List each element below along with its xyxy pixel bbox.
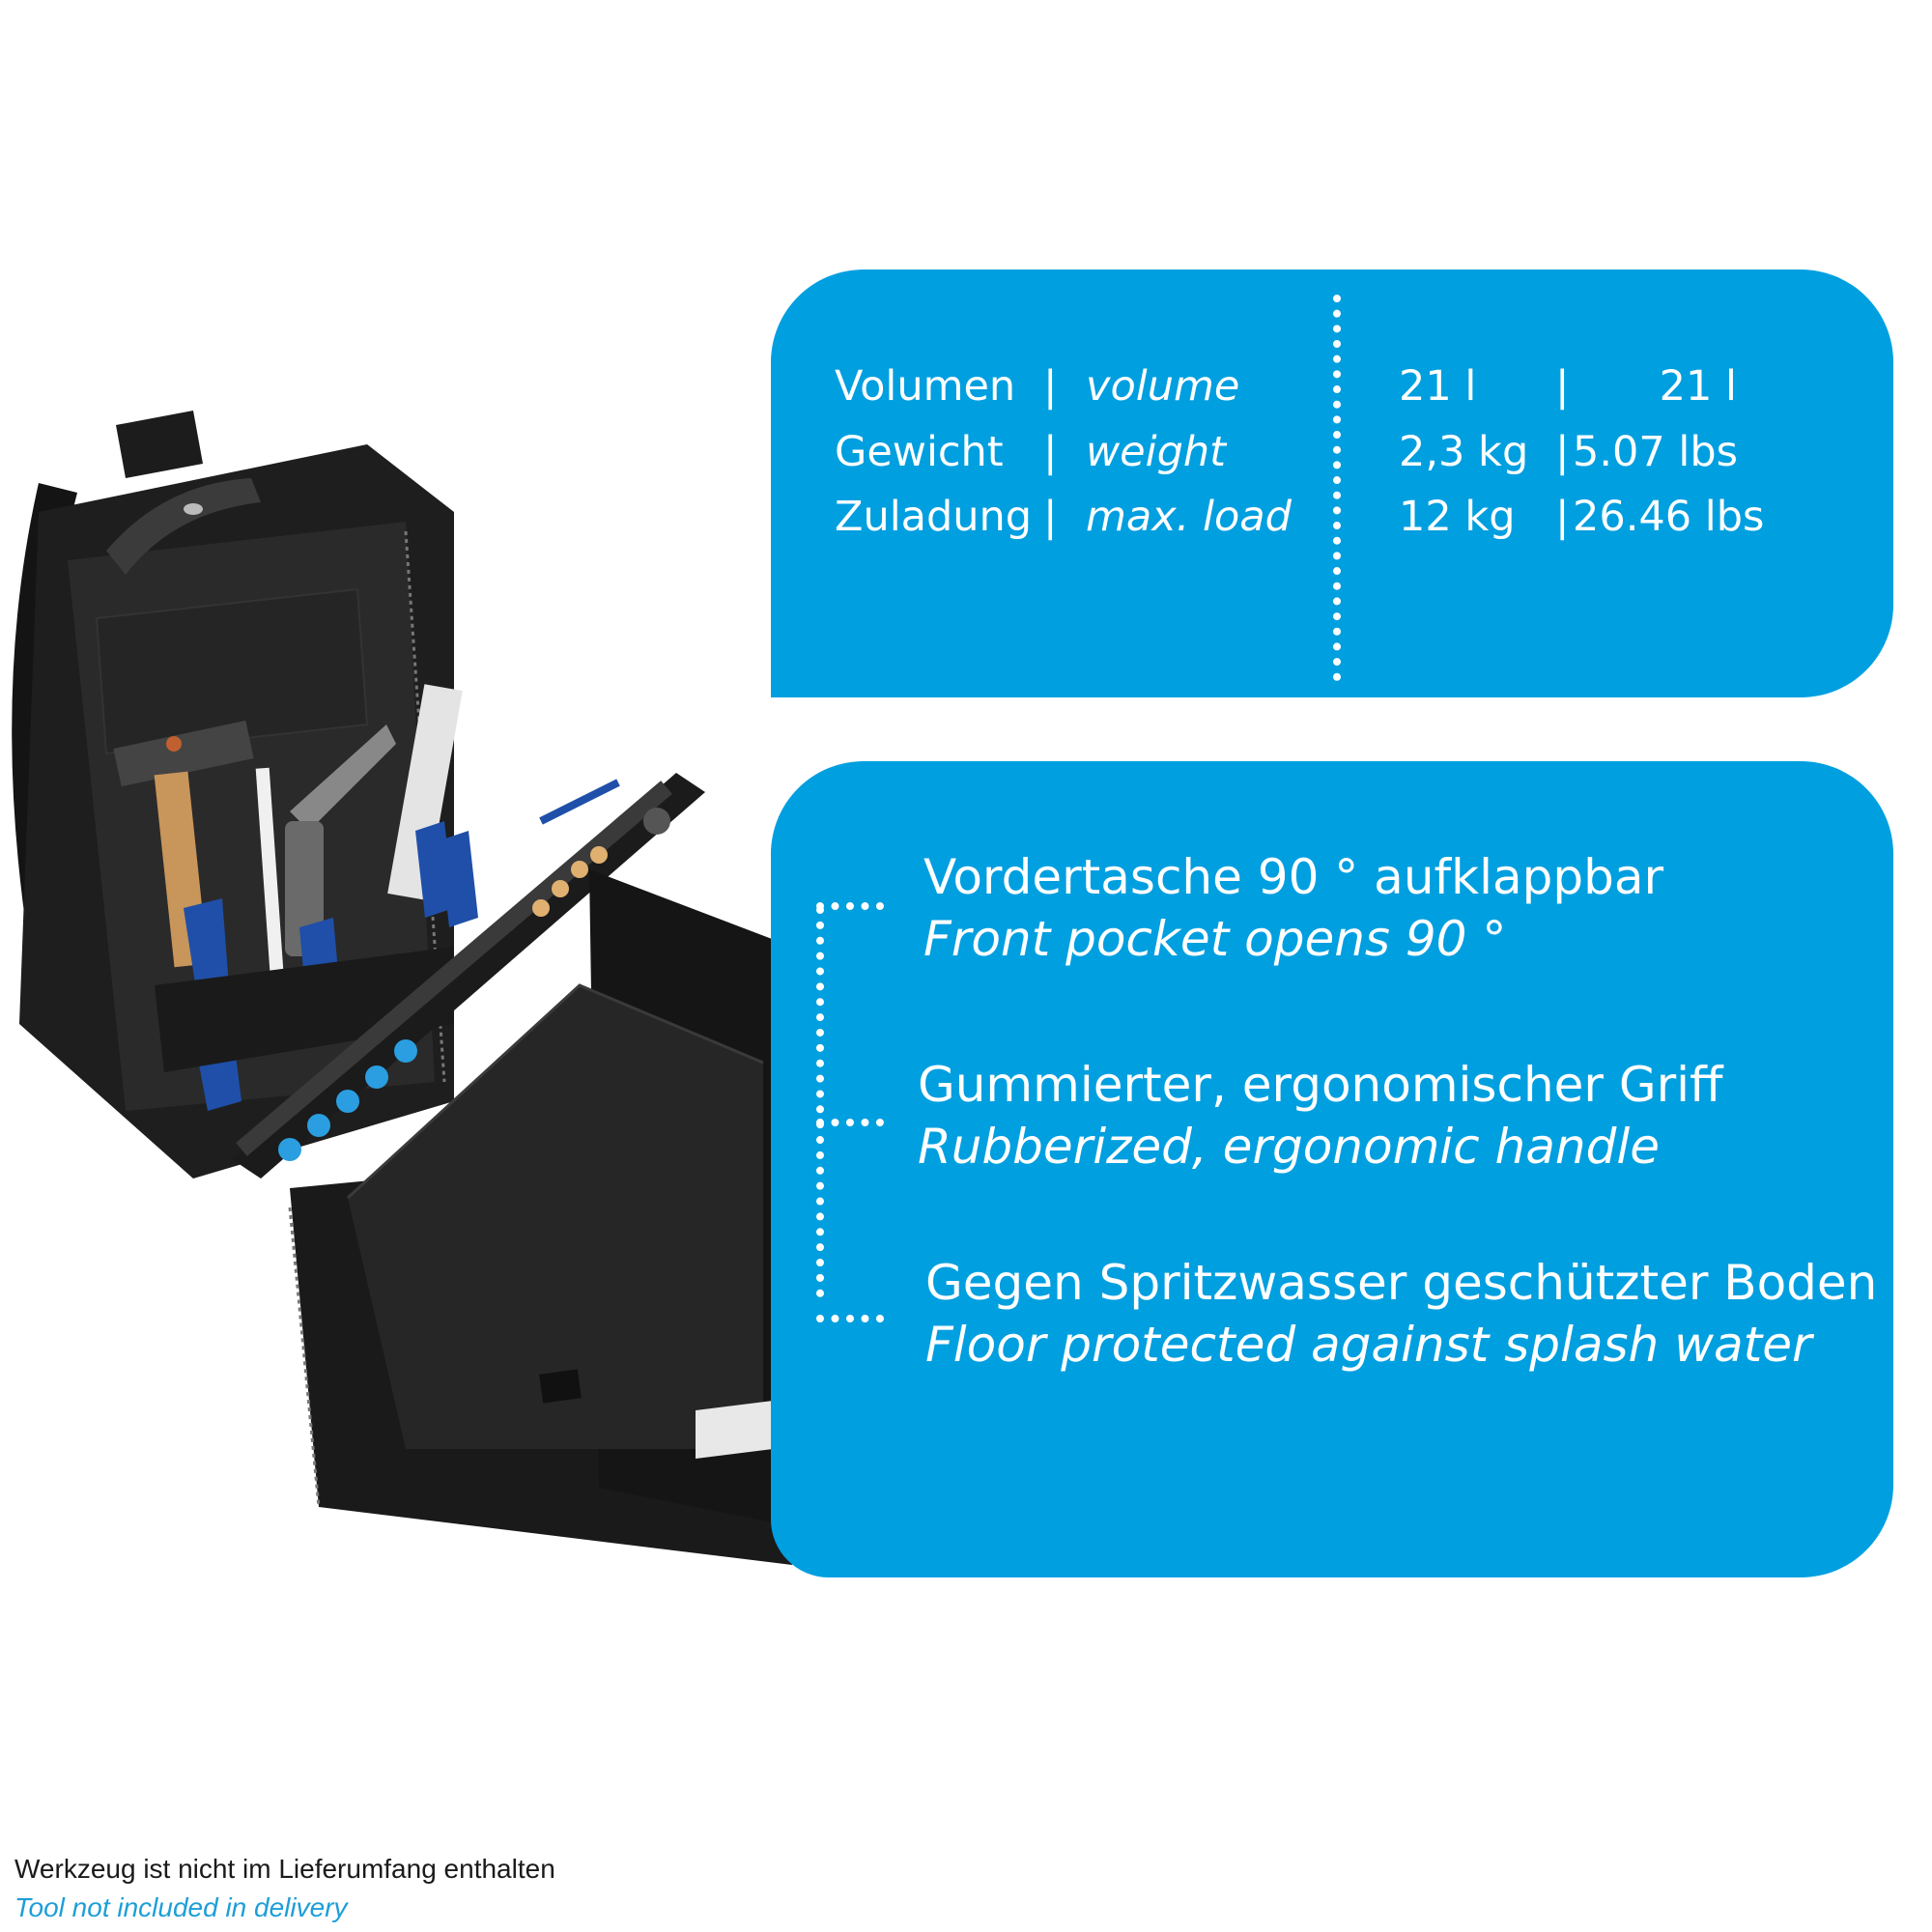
feature-text-de: Gegen Spritzwasser geschützter Boden [925, 1255, 1878, 1311]
feature-splash-floor: Gegen Spritzwasser geschützter Boden Flo… [925, 1252, 1877, 1376]
spec-label-de: Zuladung [835, 493, 1033, 541]
spec-label-en: volume [1086, 362, 1240, 411]
spec-value-imperial: 5.07 lbs [1573, 428, 1739, 476]
feature-bracket-tick [816, 1315, 884, 1322]
spec-value-imperial: 26.46 lbs [1573, 493, 1765, 541]
spec-separator: | [1043, 428, 1058, 476]
feature-bracket-tick [816, 902, 884, 910]
spec-label-en: max. load [1086, 493, 1292, 541]
spec-value-metric: 21 l [1399, 362, 1477, 411]
delivery-note-en: Tool not included in delivery [14, 1892, 348, 1922]
feature-text-en: Front pocket opens 90 ° [923, 911, 1507, 967]
spec-panel: Volumen | volume 21 l | 21 l Gewicht | w… [771, 270, 1893, 697]
delivery-note: Werkzeug ist nicht im Lieferumfang entha… [14, 1850, 555, 1927]
feature-bracket-line [816, 906, 824, 1297]
feature-bracket-tick [816, 1119, 884, 1126]
spec-label-en: weight [1086, 428, 1226, 476]
backpack-product-image [12, 411, 792, 1565]
spec-separator: | [1043, 362, 1058, 411]
feature-text-en: Floor protected against splash water [925, 1317, 1812, 1373]
feature-front-pocket: Vordertasche 90 ° aufklappbar Front pock… [923, 846, 1663, 970]
spec-separator: | [1555, 428, 1570, 476]
feature-panel: Vordertasche 90 ° aufklappbar Front pock… [771, 761, 1893, 1577]
feature-text-de: Gummierter, ergonomischer Griff [918, 1057, 1723, 1113]
spec-label-de: Volumen [835, 362, 1016, 411]
spec-separator: | [1555, 362, 1570, 411]
spec-dotted-divider [1333, 295, 1341, 681]
feature-text-en: Rubberized, ergonomic handle [918, 1119, 1660, 1175]
spec-value-metric: 2,3 kg [1399, 428, 1529, 476]
feature-handle: Gummierter, ergonomischer Griff Rubberiz… [918, 1054, 1723, 1178]
spec-value-imperial: 21 l [1659, 362, 1737, 411]
delivery-note-de: Werkzeug ist nicht im Lieferumfang entha… [14, 1854, 555, 1884]
spec-label-de: Gewicht [835, 428, 1004, 476]
spec-value-metric: 12 kg [1399, 493, 1516, 541]
spec-separator: | [1555, 493, 1570, 541]
feature-text-de: Vordertasche 90 ° aufklappbar [923, 849, 1664, 905]
spec-separator: | [1043, 493, 1058, 541]
